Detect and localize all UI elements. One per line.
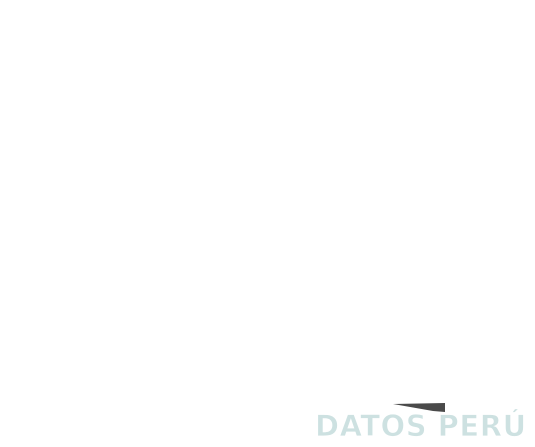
datos-peru-watermark: DATOS PERÚ xyxy=(305,398,535,447)
logo-text: DATOS PERÚ xyxy=(315,409,527,443)
datos-peru-logo: DATOS PERÚ xyxy=(315,403,527,443)
logo-swoosh xyxy=(393,403,445,412)
